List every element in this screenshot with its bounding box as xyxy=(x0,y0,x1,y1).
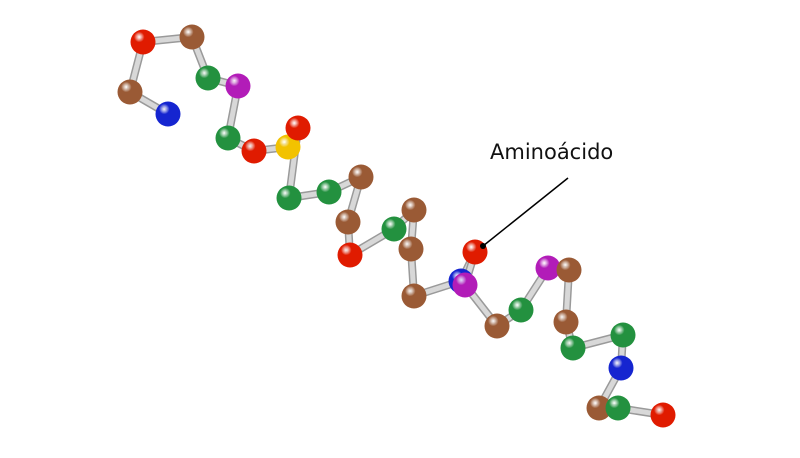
atom-green-4 xyxy=(195,65,221,91)
atom-magenta-5 xyxy=(225,73,251,99)
atom-blue-0 xyxy=(155,101,181,127)
atom-brown-26 xyxy=(553,309,579,335)
annotation-pointer-line xyxy=(482,177,569,247)
atom-brown-18 xyxy=(401,283,427,309)
atom-red-9 xyxy=(285,115,311,141)
atom-brown-30 xyxy=(586,395,612,421)
atom-brown-25 xyxy=(556,257,582,283)
atom-magenta-24 xyxy=(535,255,561,281)
atom-red-7 xyxy=(241,138,267,164)
atom-red-14 xyxy=(337,242,363,268)
atom-red-32 xyxy=(650,402,676,428)
atom-green-28 xyxy=(610,322,636,348)
atom-green-15 xyxy=(381,216,407,242)
atom-green-10 xyxy=(276,185,302,211)
atom-green-23 xyxy=(508,297,534,323)
atom-brown-3 xyxy=(179,24,205,50)
atom-green-27 xyxy=(560,335,586,361)
atom-magenta-21 xyxy=(452,272,478,298)
atom-green-6 xyxy=(215,125,241,151)
atom-red-2 xyxy=(130,29,156,55)
atom-brown-13 xyxy=(335,209,361,235)
atom-brown-12 xyxy=(348,164,374,190)
aminoacid-label: Aminoácido xyxy=(490,140,614,164)
annotation-pointer-dot xyxy=(480,243,486,249)
atom-green-31 xyxy=(605,395,631,421)
atom-brown-17 xyxy=(398,236,424,262)
atom-yellow-8 xyxy=(275,134,301,160)
atom-brown-22 xyxy=(484,313,510,339)
atom-brown-1 xyxy=(117,79,143,105)
atom-brown-16 xyxy=(401,197,427,223)
atom-green-11 xyxy=(316,179,342,205)
atom-spheres xyxy=(117,24,676,428)
atom-blue-29 xyxy=(608,355,634,381)
